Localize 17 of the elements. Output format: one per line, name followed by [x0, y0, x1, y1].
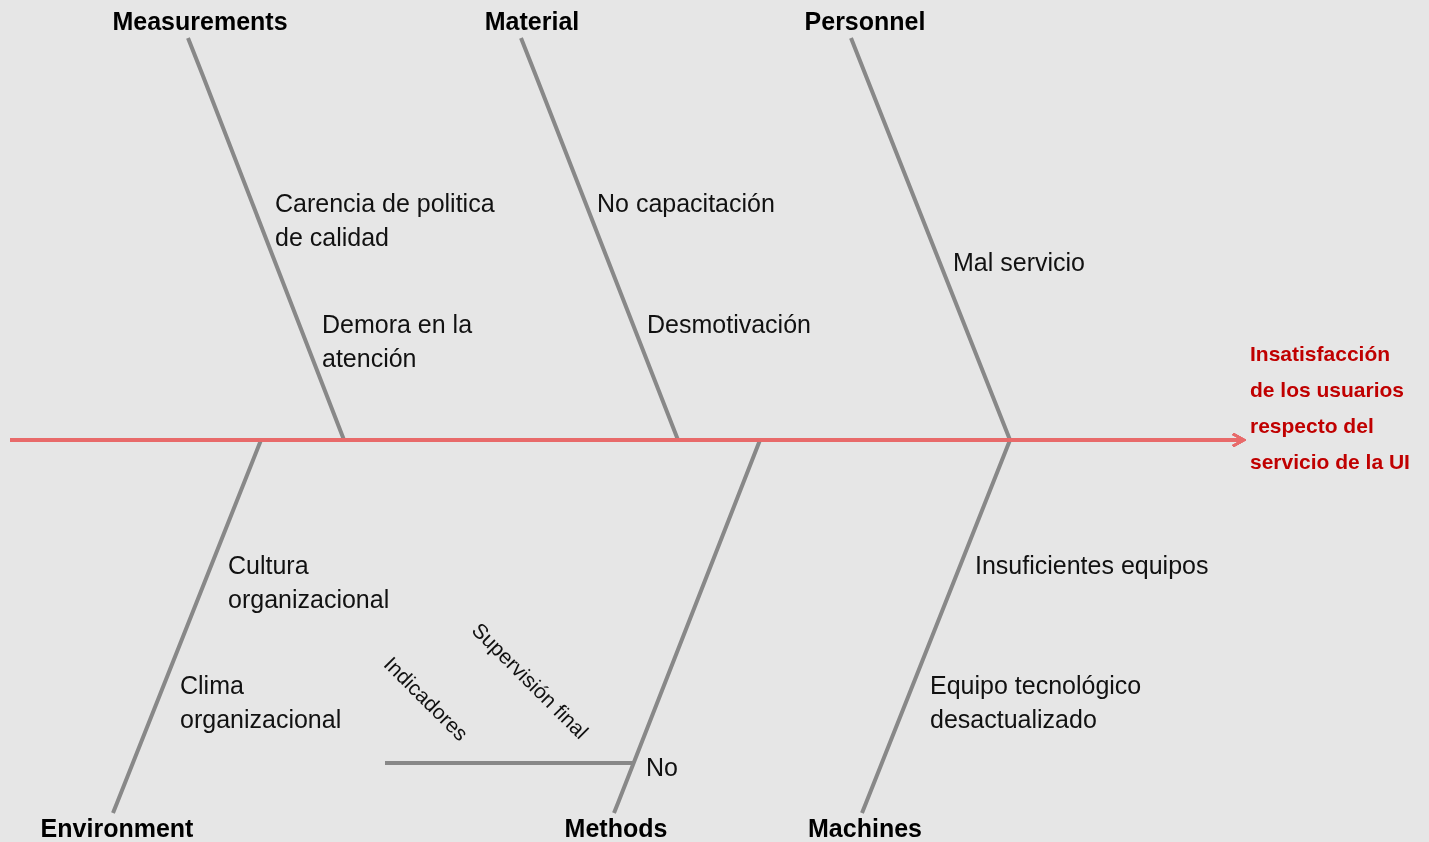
cause-label: Cultura organizacional — [228, 550, 391, 615]
cause-label: Demora en la atención — [322, 309, 474, 374]
category-heading: Personnel — [804, 6, 926, 36]
category-heading: Measurements — [112, 6, 288, 36]
category-heading: Environment — [40, 813, 194, 842]
cause-label: Equipo tecnológico desactualizado — [930, 670, 1143, 735]
cause-label: Carencia de politica de calidad — [275, 188, 496, 253]
category-heading: Material — [484, 6, 580, 36]
category-heading: Methods — [564, 813, 668, 842]
cause-label: Desmotivación — [647, 309, 811, 340]
cause-label: No — [646, 752, 678, 783]
effect-label: Insatisfacción de los usuarios respecto del servicio de la UI — [1250, 336, 1410, 480]
cause-label: Mal servicio — [953, 247, 1085, 278]
cause-label: Insuficientes equipos — [975, 550, 1209, 581]
category-heading: Machines — [808, 813, 922, 842]
cause-label: No capacitación — [597, 188, 775, 219]
cause-label: Clima organizacional — [180, 670, 343, 735]
